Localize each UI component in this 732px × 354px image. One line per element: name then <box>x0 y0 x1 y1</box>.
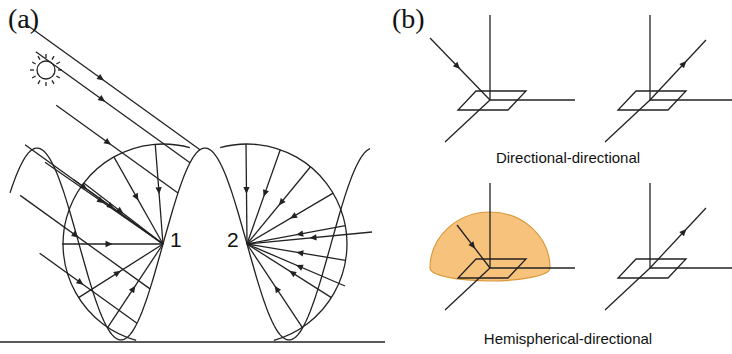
arrowhead <box>296 250 303 256</box>
ray-line <box>155 144 163 244</box>
hemisphere-arc <box>63 144 190 340</box>
ray-line <box>247 244 345 286</box>
sun-ray <box>56 76 59 78</box>
ray-line <box>40 253 137 323</box>
arrowhead <box>98 95 106 102</box>
sun-ray <box>32 76 35 78</box>
ray-line <box>108 244 163 327</box>
axis <box>445 100 490 142</box>
ray-line <box>247 226 345 244</box>
arrowhead <box>453 62 460 69</box>
ray-line <box>247 244 331 298</box>
ray-line <box>20 195 150 288</box>
surface-patch <box>618 259 686 278</box>
arrowhead <box>310 234 317 240</box>
sun-ray <box>52 56 54 59</box>
ray-line <box>36 52 190 163</box>
axis <box>489 15 490 100</box>
arrowhead <box>263 189 269 197</box>
axis <box>650 99 732 100</box>
ray-line <box>247 167 311 244</box>
arrowhead <box>296 230 303 236</box>
caption-text: Directional-directional <box>496 150 640 167</box>
arrowhead <box>290 212 298 218</box>
arrowhead <box>275 286 281 294</box>
panel-label: (b) <box>392 4 425 35</box>
arrowhead <box>113 271 121 277</box>
arrowhead <box>296 265 304 271</box>
ray-line <box>650 208 706 268</box>
arrowhead <box>155 187 161 194</box>
axis <box>650 267 732 268</box>
sun-ray <box>45 54 46 58</box>
ray-line <box>25 145 163 244</box>
wavy-surface <box>10 148 370 340</box>
ray-line <box>45 162 163 244</box>
axis <box>489 183 490 268</box>
arrowhead <box>468 241 475 248</box>
ray-line <box>247 232 372 244</box>
ray-line <box>26 24 200 150</box>
surface-patch <box>458 259 526 278</box>
surface-patch <box>618 91 686 110</box>
sun-ray <box>32 62 35 64</box>
arrowhead <box>97 74 105 81</box>
axis <box>605 100 650 142</box>
arrowhead <box>76 278 84 285</box>
axis <box>490 99 575 100</box>
ray-line <box>114 157 163 244</box>
arrowhead <box>132 193 138 201</box>
callout-number: 1 <box>170 228 182 251</box>
sun-ray <box>45 82 46 86</box>
ray-line <box>247 244 346 260</box>
hemisphere-arc <box>220 144 347 340</box>
ground-line <box>0 341 385 342</box>
arrowhead <box>679 61 686 68</box>
arrowhead <box>289 271 297 277</box>
axis <box>649 183 650 268</box>
axis <box>605 268 650 310</box>
ray-line <box>247 150 280 244</box>
surface-patch <box>458 91 526 110</box>
ray-line <box>430 38 490 100</box>
sun-ray <box>38 80 40 83</box>
arrowhead <box>96 197 104 204</box>
panel-label: (a) <box>8 4 39 35</box>
arrowhead <box>104 138 112 145</box>
axis <box>445 268 490 310</box>
callout-number: 2 <box>227 228 239 251</box>
reflectance-geometry <box>430 15 732 310</box>
arrowhead <box>71 231 79 238</box>
arrowhead <box>679 229 686 236</box>
ray-line <box>56 105 178 193</box>
sun-ray <box>38 56 40 59</box>
axis <box>649 15 650 100</box>
surface-illustration <box>0 24 385 342</box>
caption-text: Hemispherical-directional <box>484 331 652 348</box>
arrowhead <box>106 241 113 247</box>
arrowhead <box>279 198 286 205</box>
arrowhead <box>129 286 135 294</box>
arrowhead <box>243 187 249 194</box>
sun-ray <box>30 69 34 70</box>
axis <box>490 267 575 268</box>
sun-ray <box>52 80 54 83</box>
sun-ray <box>56 62 59 64</box>
ray-line <box>650 40 706 100</box>
ray-line <box>457 225 490 268</box>
